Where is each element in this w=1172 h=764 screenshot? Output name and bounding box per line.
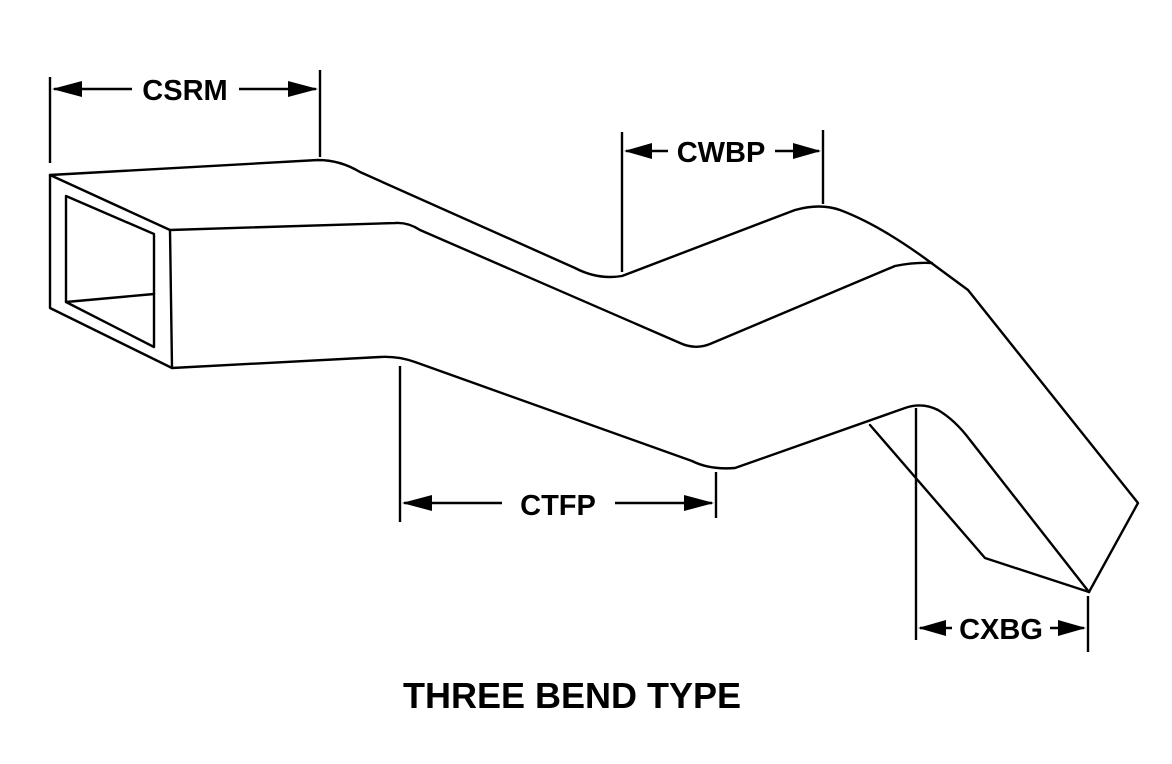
cxbg-arrow-right xyxy=(1058,620,1086,636)
cwbp-arrow-left xyxy=(624,143,652,159)
diagram-caption: THREE BEND TYPE xyxy=(403,675,741,716)
ctfp-arrow-right xyxy=(684,495,714,511)
cwbp-arrow-right xyxy=(793,143,821,159)
duct-outlet-edge xyxy=(868,423,1091,594)
dimension-csrm: CSRM xyxy=(48,70,322,163)
csrm-arrow-left xyxy=(52,81,82,97)
csrm-arrow-right xyxy=(288,81,318,97)
cxbg-label: CXBG xyxy=(959,614,1043,646)
duct-bottom-edge xyxy=(170,355,1091,594)
duct-drawing xyxy=(48,158,1140,594)
duct-top-front-edge xyxy=(168,221,934,348)
dimension-cxbg: CXBG xyxy=(914,408,1090,652)
dimension-cwbp: CWBP xyxy=(620,130,825,272)
duct-end-face-inner xyxy=(64,194,156,349)
cwbp-label: CWBP xyxy=(677,137,766,169)
duct-end-face-inner-edge xyxy=(64,292,156,304)
ctfp-arrow-left xyxy=(402,495,432,511)
ctfp-label: CTFP xyxy=(520,490,596,522)
duct-top-back-edge xyxy=(48,158,1140,594)
cxbg-arrow-left xyxy=(918,620,946,636)
dimension-ctfp: CTFP xyxy=(398,366,718,522)
csrm-label: CSRM xyxy=(142,75,227,107)
